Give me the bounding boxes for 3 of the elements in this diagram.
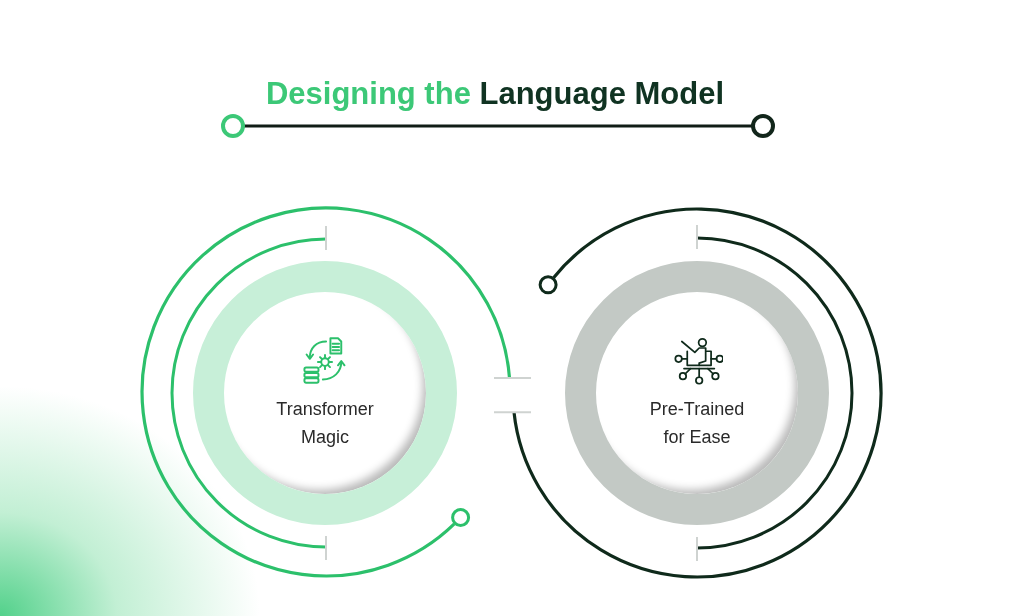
- title: Designing the Language Model: [264, 75, 726, 113]
- node-label: Transformer Magic: [275, 398, 375, 449]
- node-label: Pre-Trained for Ease: [648, 398, 746, 449]
